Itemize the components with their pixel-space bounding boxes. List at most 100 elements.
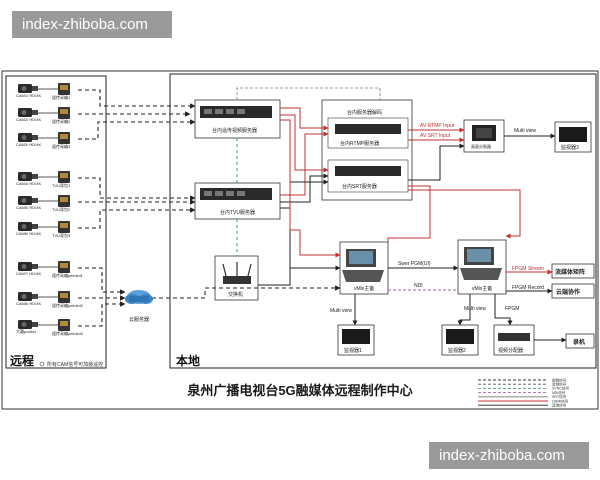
legend-item: 其他信号 xyxy=(478,403,567,408)
server-tvu-label: 台内TVU服务器 xyxy=(220,209,255,216)
legend-item: 音频信号 xyxy=(478,382,567,387)
signal-ndi: NDI xyxy=(414,283,423,289)
transmitter-icon xyxy=(58,319,70,331)
monitor1-frame xyxy=(337,324,375,356)
camera-label: CAM3/ HD/4K xyxy=(16,142,41,147)
legend-label: HDMI信号 xyxy=(552,398,569,403)
cloud-server xyxy=(125,290,153,304)
transmitter-label: 遥传采编pelmini1 xyxy=(52,272,84,278)
signal-fpgm-record: FPGM Record xyxy=(512,285,544,291)
legend-item: SRT信号 xyxy=(478,394,567,399)
monitor2-label: 监视器2 xyxy=(448,347,466,354)
server-decode-device xyxy=(335,124,401,134)
server-remote-label: 台内遥传视频服务器 xyxy=(212,127,257,134)
diagram-title: 泉州广播电视台5G融媒体远程制作中心 xyxy=(187,383,412,398)
camera-icon xyxy=(18,222,38,231)
switch-icon xyxy=(222,262,252,284)
vmix2-icon xyxy=(460,247,502,280)
camera-label: CAM4/ HD/4K xyxy=(16,181,41,186)
camera-label: CAM7/ HD/4K xyxy=(16,271,41,276)
camera-icon xyxy=(18,320,38,329)
recorder-box xyxy=(565,333,595,349)
remote-note: 所有CAM信号可加装遥控 xyxy=(47,361,103,368)
monitor1-label: 监视器1 xyxy=(344,347,362,354)
monitor3-screen xyxy=(559,127,587,142)
remote-zone xyxy=(5,75,107,369)
camera-item: CAM6/ HD/4K TVU背包3 xyxy=(16,221,71,238)
camera-icon xyxy=(18,262,38,271)
signal-fpgm-stream: FPGM Stream xyxy=(512,266,544,272)
transmitter-icon xyxy=(58,195,70,207)
remote-zone-label: 远程 xyxy=(10,353,34,368)
server-tvu-ports xyxy=(204,191,245,196)
transmitter-label: TVU背包2 xyxy=(52,206,71,212)
recorder-label: 录机 xyxy=(573,338,585,346)
transmitter-icon xyxy=(58,291,70,303)
vmix2-to-monitor2 xyxy=(457,294,471,326)
matrix-box xyxy=(551,263,595,279)
transmitter-label: 遥传采编2 xyxy=(52,118,71,124)
monitor1-screen xyxy=(342,329,370,344)
transmitter-label: 遥传采编3 xyxy=(52,143,71,149)
vmix1-icon xyxy=(342,249,384,282)
signal-multiview-vmix1: Multi view xyxy=(330,308,352,314)
legend-item: 视频信号 xyxy=(478,377,567,382)
distributor-device xyxy=(498,333,530,341)
legend-item: NDI信号 xyxy=(478,390,566,395)
transmitter-label: 遥传采编pelmini3 xyxy=(52,330,84,336)
monitor3-label: 监视器3 xyxy=(561,144,579,151)
camera-label: 大疆pocket xyxy=(16,328,37,334)
camera-icon xyxy=(18,172,38,181)
cloud-collab-box xyxy=(551,283,595,299)
camera-item: CAM7/ HD/4K 遥传采编pelmini1 xyxy=(16,261,84,278)
transmitter-icon xyxy=(58,261,70,273)
camera-icon xyxy=(18,84,38,93)
multiviewer-label: 画面分割器 xyxy=(471,143,491,149)
signal-multiview: Multi view xyxy=(514,128,536,134)
server-rtmp-label: 台内RTMP服务器 xyxy=(340,140,379,147)
transmitter-label: TVU背包3 xyxy=(52,232,71,238)
legend-label: 视频信号 xyxy=(552,377,567,382)
transmitter-label: 遥传采编pelmini2 xyxy=(52,302,84,308)
local-zone xyxy=(169,73,597,369)
decode-group-frame xyxy=(321,99,413,201)
legend-label: 音频信号 xyxy=(552,382,567,387)
switch-label: 交换机 xyxy=(228,291,243,298)
signal-fpgm: FPGM xyxy=(505,306,519,312)
transmitter-icon xyxy=(58,221,70,233)
camera-label: CAM6/ HD/4K xyxy=(16,231,41,236)
vmix2-to-distributor xyxy=(494,294,513,326)
transmitter-label: 遥传采编1 xyxy=(52,94,71,100)
cloud-server-label: 云服务器 xyxy=(129,316,149,323)
server-to-decode-links xyxy=(258,107,341,286)
legend-label: SYNC信号 xyxy=(552,386,570,391)
signal-srt-input: AV SRT Input xyxy=(420,133,451,139)
signal-multiview-vmix2: Multi view xyxy=(464,306,486,312)
server-srt-device xyxy=(335,166,401,176)
cloud-collab-label: 云端协作 xyxy=(556,288,580,296)
transmitter-icon xyxy=(58,107,70,119)
diagram-frame xyxy=(1,70,599,410)
transmitter-icon xyxy=(58,132,70,144)
legend-item: SYNC信号 xyxy=(478,386,570,391)
server-decode-label: 台内服务器解码 xyxy=(347,109,382,116)
monitor3-frame xyxy=(554,121,592,153)
signal-swer-pgm: Swer PGM(UI) xyxy=(398,261,431,267)
camera-links xyxy=(78,89,341,327)
monitor2-frame xyxy=(441,324,479,356)
signal-rtmp-input: AV RTMP Input xyxy=(420,123,455,129)
legend-label: SRT信号 xyxy=(552,394,567,399)
camera-label: CAM5/ HD/4K xyxy=(16,205,41,210)
matrix-label: 流媒体矩阵 xyxy=(555,268,585,276)
multiviewer-icon xyxy=(472,125,496,141)
camera-item: CAM3/ HD/4K 遥传采编3 xyxy=(16,132,71,149)
camera-icon xyxy=(18,133,38,142)
watermark-bottom: index-zhiboba.com xyxy=(429,442,589,469)
vmix1-label: vMix主备 xyxy=(354,285,374,292)
